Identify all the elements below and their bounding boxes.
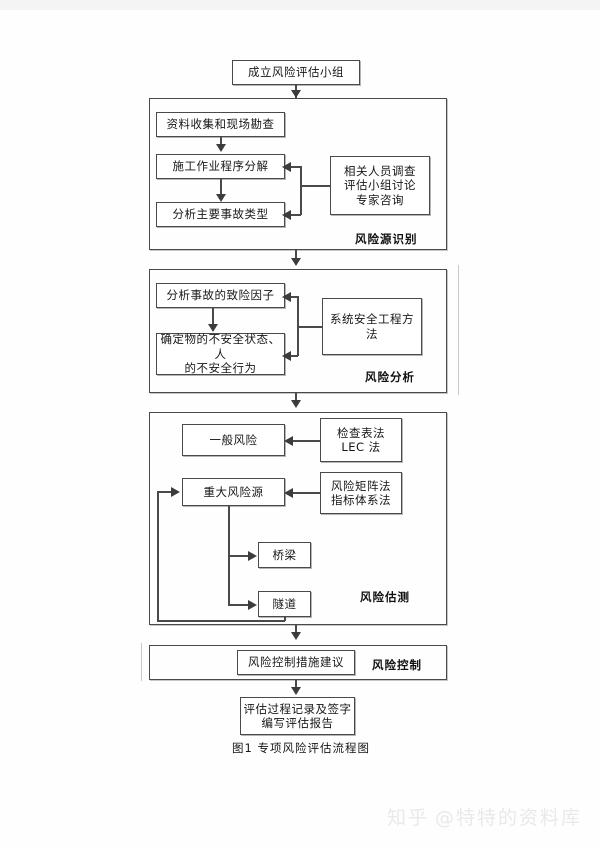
connector-s1-method-spine — [300, 166, 302, 215]
connector-s2-method-to-step1 — [289, 296, 298, 298]
connector-feedback-down — [284, 617, 286, 621]
arrowhead-s1-step1-step2 — [216, 144, 226, 152]
connector-s2-method-trunk — [297, 326, 323, 328]
stage-label-risk-analysis: 风险分析 — [365, 370, 415, 384]
scan-artifact-line — [458, 265, 460, 395]
figure-caption: 图1 专项风险评估流程图 — [232, 741, 370, 755]
node-end-report: 评估过程记录及签字 编写评估报告 — [240, 697, 355, 735]
connector-s3-branch-to-tunnel — [228, 604, 251, 606]
node-data-collection: 资料收集和现场勘查 — [156, 112, 285, 137]
stage-label-risk-source-identification: 风险源识别 — [355, 232, 418, 246]
stage-label-risk-control: 风险控制 — [372, 658, 422, 672]
arrowhead-s2-step1-step2 — [208, 324, 218, 332]
watermark-user: @特特的资料库 — [434, 807, 582, 829]
connector-s1-method-to-step2 — [289, 166, 301, 168]
s2-method-line-1: 系统安全工程方 — [330, 312, 414, 327]
connector-feedback-bottom — [157, 620, 285, 622]
arrowhead-stage4-to-end — [291, 687, 301, 695]
end-node-line-1: 评估过程记录及签字 — [243, 701, 352, 716]
stage-frame-risk-source-identification — [149, 98, 447, 250]
connector-s3-method1-to-general — [292, 440, 320, 442]
connector-s1-step1-step2 — [220, 137, 222, 150]
connector-s2-method-to-step2 — [289, 355, 298, 357]
s1-method-line-1: 相关人员调查 — [344, 163, 416, 178]
stage-label-risk-estimation: 风险估测 — [360, 590, 410, 604]
connector-stage3-to-stage4 — [295, 625, 297, 637]
arrowhead-s1-method-to-step2 — [282, 162, 291, 172]
arrowhead-s1-step2-step3 — [216, 194, 226, 202]
s3-method1-line-2: LEC 法 — [341, 440, 381, 454]
s3-method2-line-2: 指标体系法 — [331, 493, 391, 507]
connector-s3-method2-to-major — [292, 492, 320, 494]
stage-frame-risk-analysis — [149, 269, 447, 393]
node-s3-methods-major: 风险矩阵法 指标体系法 — [320, 472, 402, 514]
s3-method2-line-1: 风险矩阵法 — [331, 478, 391, 493]
end-node-line-2: 编写评估报告 — [261, 716, 334, 730]
arrowhead-s3-method2-to-major — [284, 488, 293, 498]
s2-step2-line-1: 确定物的不安全状态、人 — [160, 332, 281, 361]
node-tunnel: 隧道 — [258, 591, 311, 617]
connector-stage4-to-end — [295, 680, 297, 692]
connector-stage1-to-stage2 — [295, 250, 297, 262]
node-s3-methods-general: 检查表法 LEC 法 — [320, 418, 402, 462]
connector-stage2-to-stage3 — [295, 393, 297, 405]
s1-method-line-2: 评估小组讨论 — [344, 178, 416, 193]
node-hazard-factor-analysis: 分析事故的致险因子 — [156, 283, 285, 308]
node-unsafe-state-behaviour: 确定物的不安全状态、人 的不安全行为 — [156, 332, 285, 376]
connector-s1-method-trunk — [300, 185, 331, 187]
node-bridge: 桥梁 — [258, 542, 311, 568]
stage-frame-risk-control — [149, 645, 447, 680]
arrowhead-s3-branch-to-tunnel — [248, 600, 257, 610]
arrowhead-stage1-to-stage2 — [291, 258, 301, 266]
connector-s2-method-spine — [297, 296, 299, 356]
node-s1-methods: 相关人员调查 评估小组讨论 专家咨询 — [330, 156, 430, 215]
connector-feedback-into-major — [157, 491, 173, 493]
node-s2-methods: 系统安全工程方 法 — [322, 298, 422, 355]
node-general-risk: 一般风险 — [182, 424, 285, 456]
arrowhead-start-to-stage1 — [291, 90, 301, 98]
node-accident-type-analysis: 分析主要事故类型 — [156, 202, 285, 227]
arrowhead-stage2-to-stage3 — [291, 400, 301, 408]
connector-s2-step1-step2 — [212, 308, 214, 330]
arrowhead-s3-method1-to-general — [284, 436, 293, 446]
stage-frame-risk-estimation — [149, 412, 447, 625]
arrowhead-s2-method-to-step2 — [282, 351, 291, 361]
s3-method1-line-1: 检查表法 — [337, 425, 385, 440]
node-start: 成立风险评估小组 — [232, 60, 360, 85]
node-process-decomposition: 施工作业程序分解 — [156, 154, 285, 179]
connector-s1-step2-step3 — [220, 179, 222, 200]
arrowhead-s2-method-to-step1 — [282, 292, 291, 302]
connector-feedback-left — [157, 491, 159, 621]
s1-method-line-3: 专家咨询 — [356, 192, 404, 207]
arrowhead-s3-branch-to-bridge — [248, 551, 257, 561]
scan-artifact-line-2 — [141, 643, 143, 681]
zhihu-logo-icon: 知乎 — [386, 807, 429, 829]
node-major-risk-source: 重大风险源 — [182, 478, 285, 506]
node-risk-control-measures: 风险控制措施建议 — [237, 650, 355, 675]
arrowhead-s1-method-to-step3 — [282, 210, 291, 220]
connector-s3-branch-to-bridge — [228, 555, 251, 557]
connector-s1-method-to-step3 — [289, 214, 301, 216]
arrowhead-feedback-into-major — [171, 487, 180, 497]
scan-top-band — [0, 0, 600, 10]
s2-step2-line-2: 的不安全行为 — [184, 361, 257, 376]
watermark: 知乎 @特特的资料库 — [387, 803, 582, 830]
arrowhead-stage3-to-stage4 — [291, 632, 301, 640]
s2-method-line-2: 法 — [366, 326, 378, 341]
